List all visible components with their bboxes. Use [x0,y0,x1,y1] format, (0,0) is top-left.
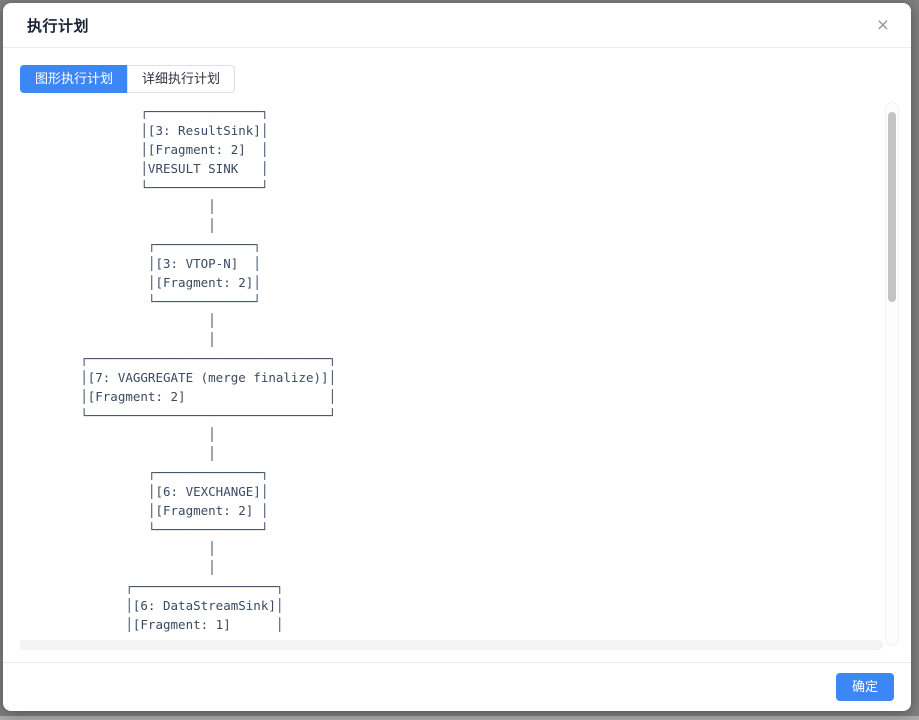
execution-plan-ascii-tree: ┌───────────────┐ │[3: ResultSink]│ │[Fr… [80,104,337,632]
dialog-body: 图形执行计划 详细执行计划 ┌───────────────┐ │[3: Res… [3,48,911,662]
vertical-scrollbar-thumb[interactable] [888,112,896,302]
tab-graphical-plan[interactable]: 图形执行计划 [20,65,128,93]
execution-plan-dialog: 执行计划 × 图形执行计划 详细执行计划 ┌───────────────┐ │… [3,3,911,711]
plan-scroll-area[interactable]: ┌───────────────┐ │[3: ResultSink]│ │[Fr… [20,100,911,662]
page-backdrop [0,716,919,720]
plan-view-tabs: 图形执行计划 详细执行计划 [20,65,911,93]
dialog-header: 执行计划 × [3,3,911,48]
tab-detailed-plan[interactable]: 详细执行计划 [127,65,236,93]
close-icon[interactable]: × [876,14,889,37]
dialog-footer: 确定 [3,661,911,711]
ok-button[interactable]: 确定 [835,672,894,701]
dialog-title: 执行计划 [27,18,90,35]
horizontal-scrollbar[interactable] [20,639,883,650]
vertical-scrollbar[interactable] [885,102,899,646]
